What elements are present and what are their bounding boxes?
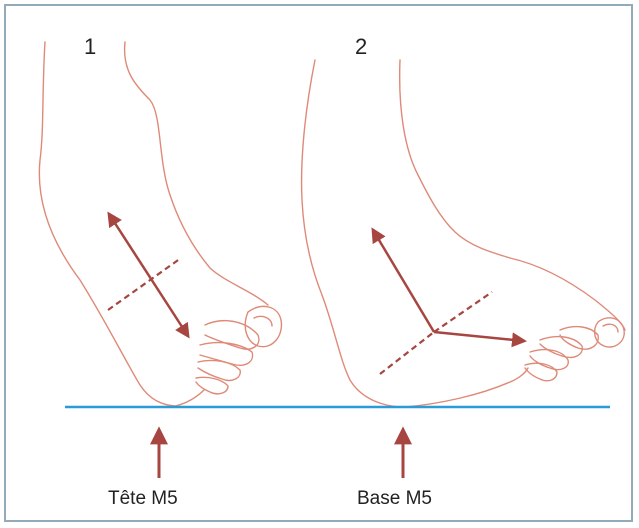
foot-1-outline — [38, 41, 283, 407]
foot-2-outline — [300, 59, 626, 408]
foot-2-vertical-axis-arrow — [371, 227, 436, 333]
foot-1-transverse-axis — [107, 257, 182, 311]
caption-2: Base M5 — [357, 488, 432, 509]
foot-2-forward-axis-arrow — [433, 330, 527, 348]
foot-2-transverse-axis-upper — [433, 291, 493, 333]
figure-number-2: 2 — [355, 34, 368, 59]
caption-1: Tête M5 — [108, 488, 178, 509]
foot-2-transverse-axis-lower — [379, 331, 435, 375]
figure-number-1: 1 — [84, 34, 97, 59]
foot-1-long-axis-arrow — [107, 211, 190, 339]
